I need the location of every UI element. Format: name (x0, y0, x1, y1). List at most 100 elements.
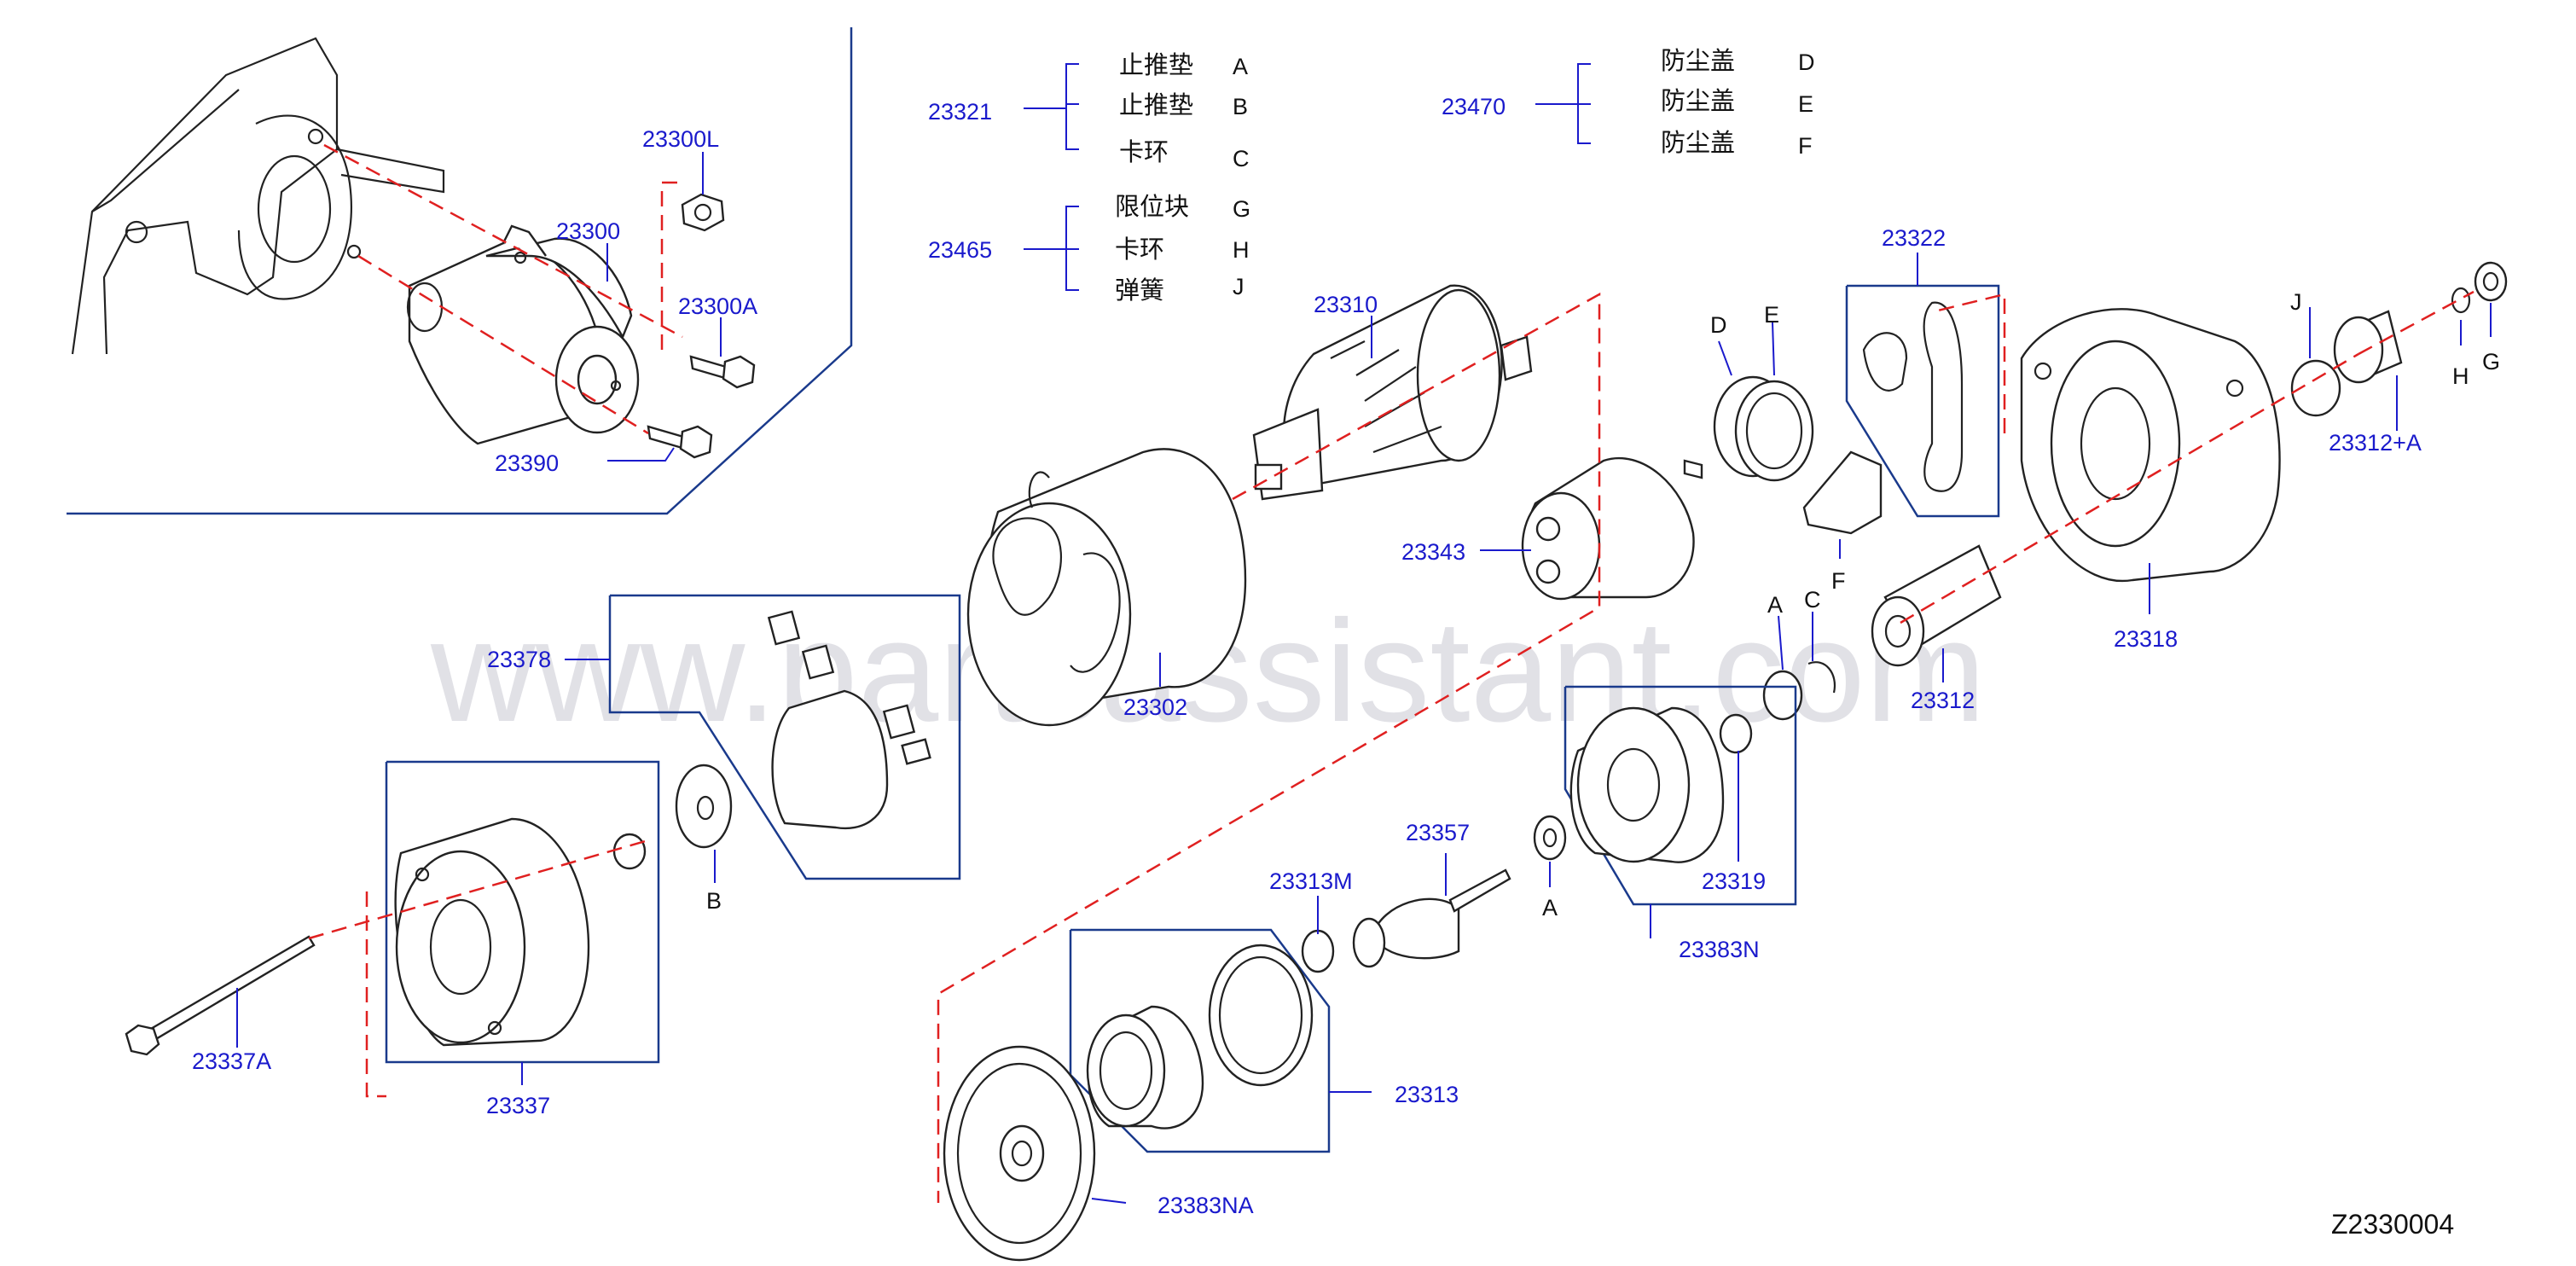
part-number-23300L: 23300L (642, 126, 719, 152)
group-item-letter: A (1233, 54, 1248, 79)
shift-lever-23322-drawing (1862, 301, 1964, 492)
group-item-name: 弹簧 (1115, 276, 1164, 305)
brush-holder-23378-drawing (767, 610, 931, 830)
part-number-23337: 23337 (486, 1093, 550, 1118)
solenoid-23343-drawing (1521, 456, 1703, 601)
leader-lines (236, 152, 2492, 1204)
part-number-23357: 23357 (1406, 820, 1470, 845)
dust-cover-F-drawing (1802, 450, 1883, 535)
callout-letter-A: A (1767, 592, 1783, 618)
drive-housing-23318-drawing (2020, 308, 2281, 583)
group-item-name: 卡环 (1115, 235, 1164, 264)
group-code-23465: 23465 (928, 237, 992, 263)
callout-letter-G: G (2482, 349, 2500, 375)
callout-letter-D: D (1710, 312, 1727, 338)
stopper-G-drawing (2474, 261, 2508, 302)
engine-bracket-drawing (71, 37, 445, 355)
axis-line (365, 891, 386, 1098)
group-item-letter: J (1233, 274, 1244, 299)
part-number-23322: 23322 (1882, 225, 1946, 251)
callout-letter-F: F (1831, 568, 1846, 594)
group-code-23321: 23321 (928, 99, 992, 125)
group-item-letter: E (1798, 91, 1813, 117)
part-number-23319: 23319 (1702, 868, 1766, 894)
bearing-drawing (612, 833, 647, 870)
yoke-23302-drawing (966, 448, 1247, 727)
part-number-23313M: 23313M (1269, 868, 1353, 894)
callout-letter-H: H (2452, 363, 2469, 389)
bearing-23319-drawing (1719, 713, 1753, 754)
part-number-23300A: 23300A (678, 293, 757, 319)
group-item-name: 防尘盖 (1661, 86, 1735, 115)
axis-line (323, 143, 683, 339)
group-item-letter: D (1798, 49, 1815, 75)
brush-holder-frame (608, 594, 961, 880)
gear-case-23383N-drawing (1569, 706, 1725, 863)
part-number-23312: 23312 (1911, 688, 1975, 713)
axis-line (357, 254, 649, 435)
group-bracket-23465 (1024, 206, 1079, 291)
snap-ring-H-drawing (2451, 287, 2471, 314)
group-item-name: 止推垫 (1119, 50, 1193, 79)
part-number-23383N: 23383N (1679, 937, 1760, 962)
armature-23310-drawing (1252, 284, 1533, 501)
rear-cover-23337-drawing (394, 817, 590, 1047)
spring-J-drawing (2290, 359, 2341, 417)
group-item-letter: H (1233, 237, 1250, 263)
pinion-shaft-23357-drawing (1352, 868, 1511, 968)
group-item-name: 防尘盖 (1661, 46, 1735, 75)
callout-letter-J: J (2290, 289, 2302, 315)
part-number-23302: 23302 (1123, 694, 1187, 720)
callout-letter-E: E (1764, 302, 1779, 328)
axis-line (308, 839, 649, 940)
dust-cover-E-drawing (1734, 380, 1814, 482)
engine-inset-frame (67, 27, 853, 515)
pinion-23312A-drawing (2333, 310, 2403, 384)
center-bracket-23383NA-drawing (943, 1045, 1096, 1262)
shift-lever-frame (1845, 284, 2000, 518)
thrust-washer-A-drawing (1762, 670, 1803, 721)
bolt-23390-drawing (647, 425, 713, 459)
gear-case-frame (1564, 685, 1797, 906)
diagram-code: Z2330004 (2331, 1209, 2454, 1240)
callout-letter-B: B (706, 888, 722, 914)
group-bracket-23321 (1024, 63, 1079, 150)
thrust-washer-A-lower-drawing (1533, 815, 1567, 861)
callout-letter-C: C (1804, 587, 1821, 613)
group-item-name: 卡环 (1119, 137, 1169, 166)
part-number-23337A: 23337A (192, 1048, 271, 1074)
callout-letter-A: A (1542, 895, 1558, 920)
through-bolt-23337A-drawing (125, 935, 316, 1056)
group-bracket-23470 (1535, 63, 1591, 144)
part-number-23318: 23318 (2114, 626, 2178, 652)
group-code-23470: 23470 (1442, 94, 1506, 119)
axis-line (1900, 352, 2359, 624)
part-number-23383NA: 23383NA (1157, 1193, 1254, 1218)
group-item-letter: G (1233, 196, 1250, 222)
gear-23313M-drawing (1301, 929, 1335, 973)
internal-gear-23313-drawing (1086, 944, 1314, 1130)
group-item-name: 防尘盖 (1661, 128, 1735, 157)
axis-line (2358, 290, 2474, 356)
part-number-23343: 23343 (1401, 539, 1465, 565)
group-item-name: 限位块 (1115, 192, 1189, 221)
group-item-letter: C (1233, 146, 1250, 171)
part-number-23378: 23378 (487, 647, 551, 672)
snap-ring-C-drawing (1807, 661, 1836, 694)
starter-motor-assembly-drawing (406, 224, 640, 445)
axis-line (660, 181, 682, 350)
group-item-letter: F (1798, 133, 1813, 159)
axis-line (1934, 293, 2006, 433)
part-number-23310: 23310 (1314, 292, 1378, 317)
part-number-23312A: 23312+A (2329, 430, 2422, 456)
thrust-washer-B-drawing (675, 764, 733, 849)
part-number-23390: 23390 (495, 450, 559, 476)
group-item-name: 止推垫 (1119, 90, 1193, 119)
part-number-23313: 23313 (1395, 1082, 1459, 1107)
part-number-23300: 23300 (556, 218, 620, 244)
bolt-23300A-drawing (689, 355, 756, 389)
group-item-letter: B (1233, 94, 1248, 119)
rear-cover-frame (385, 760, 660, 1064)
nut-23300L-drawing (681, 193, 725, 232)
